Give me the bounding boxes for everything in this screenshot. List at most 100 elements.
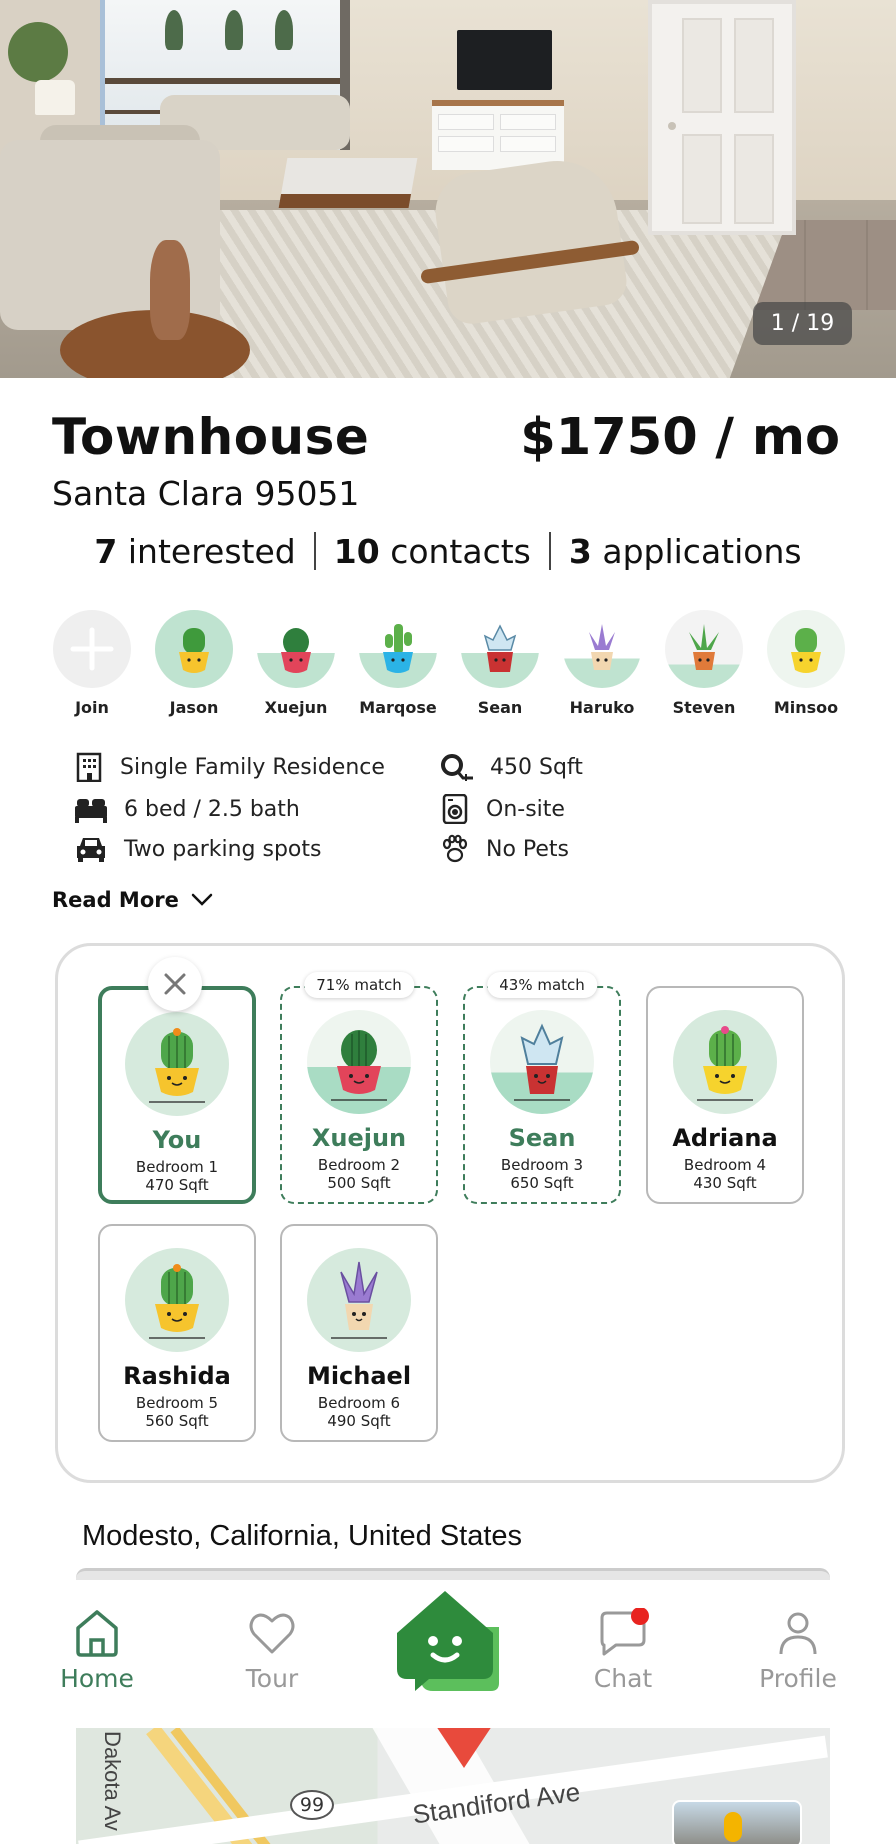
feature-laundry: On-site [440,794,565,824]
feature-bedrooms: 6 bed / 2.5 bath [74,794,300,824]
avatar-xuejun[interactable]: Xuejun [256,610,336,717]
applications-count: 3 [568,532,592,571]
map-road-label: Dakota Av [99,1731,125,1831]
room-occupant-name: Adriana [672,1124,778,1152]
room-sqft: 490 Sqft [327,1412,391,1430]
room-occupant-name: Rashida [123,1362,231,1390]
highway-shield: 99 [290,1790,334,1820]
center-action-button[interactable] [393,1587,503,1695]
room-card-adriana[interactable]: Adriana Bedroom 4 430 Sqft [646,986,804,1204]
profile-icon [779,1612,817,1655]
laundry-icon [442,794,468,824]
rooms-card: You Bedroom 1 470 Sqft 71% match Xuejun … [55,943,845,1483]
notification-dot [631,1608,649,1625]
avatar-haruko[interactable]: Haruko [562,610,642,717]
contacts-label: contacts [390,532,531,571]
feature-label: Two parking spots [124,836,322,862]
room-card-you[interactable]: You Bedroom 1 470 Sqft [98,986,256,1204]
nav-label: Chat [593,1664,653,1693]
feature-residence: Single Family Residence [74,752,385,782]
cactus-avatar-icon [359,610,437,688]
nav-tour[interactable]: Tour [202,1608,342,1693]
nav-label: Profile [759,1664,837,1693]
read-more-label: Read More [52,888,179,912]
street-view-pegman-icon[interactable] [724,1812,742,1842]
photo-counter: 1 / 19 [753,302,852,345]
photo-dresser [432,100,564,170]
room-sqft: 650 Sqft [510,1174,574,1192]
map-preview-edge [76,1568,830,1580]
room-bedroom: Bedroom 6 [317,1394,401,1412]
chat-icon [600,1608,649,1656]
room-occupant-name: Xuejun [311,1124,407,1152]
feature-label: 6 bed / 2.5 bath [124,796,300,822]
room-bedroom: Bedroom 2 [317,1156,401,1174]
photo-vase [150,240,190,340]
cactus-avatar-icon [125,1012,229,1116]
avatar-name: Marqose [359,698,437,717]
room-bedroom: Bedroom 1 [135,1158,219,1176]
building-icon [76,752,102,782]
leave-room-button[interactable] [148,957,202,1011]
read-more-button[interactable]: Read More [52,888,213,912]
avatar-name: Minsoo [773,698,839,717]
avatar-name: Steven [672,698,736,717]
applications-label: applications [602,532,802,571]
photo-coffee-table [278,158,418,208]
photo-door [648,0,796,235]
map-pin-icon[interactable] [436,1728,492,1768]
cactus-avatar-icon [307,1010,411,1114]
room-sqft: 470 Sqft [145,1176,209,1194]
feature-label: 450 Sqft [490,754,583,780]
interested-people-row: Join Jason Xuejun Marqose Sean Haruko [52,610,852,720]
nav-label: Home [60,1664,134,1693]
succulent-avatar-icon [307,1248,411,1352]
nav-profile[interactable]: Profile [728,1608,868,1693]
room-card-michael[interactable]: Michael Bedroom 6 490 Sqft [280,1224,438,1442]
map-view[interactable]: 99 Standiford Ave Dakota Av [76,1728,830,1844]
area-icon [441,754,473,781]
room-card-sean[interactable]: 43% match Sean Bedroom 3 650 Sqft [463,972,621,1204]
room-bedroom: Bedroom 5 [135,1394,219,1412]
cactus-avatar-icon [257,610,335,688]
avatar-name: Jason [169,698,219,717]
succulent-avatar-icon [461,610,539,688]
listing-price: $1750 / mo [520,408,840,467]
interested-count: 7 [94,532,118,571]
chevron-down-icon [191,893,213,906]
map-location-label: Modesto, California, United States [82,1520,523,1552]
avatar-name: Sean [477,698,523,717]
plus-icon [53,610,131,688]
match-badge: 43% match [487,972,597,998]
join-button[interactable]: Join [52,610,132,717]
nav-home[interactable]: Home [27,1608,167,1693]
cactus-avatar-icon [767,610,845,688]
room-bedroom: Bedroom 3 [500,1156,584,1174]
photo-lamp [35,80,75,115]
feature-parking: Two parking spots [74,834,321,864]
home-icon [76,1610,118,1657]
listing-photo[interactable] [0,0,896,378]
paw-icon [442,834,468,863]
avatar-name: Join [75,698,109,717]
avatar-jason[interactable]: Jason [154,610,234,717]
heart-icon [249,1613,295,1654]
nav-label: Tour [245,1664,299,1693]
cactus-avatar-icon [125,1248,229,1352]
avatar-name: Haruko [569,698,635,717]
avatar-minsoo[interactable]: Minsoo [766,610,846,717]
room-card-rashida[interactable]: Rashida Bedroom 5 560 Sqft [98,1224,256,1442]
avatar-steven[interactable]: Steven [664,610,744,717]
car-icon [77,838,105,862]
photo-armchair [430,153,630,327]
stats-divider [313,532,316,570]
room-sqft: 500 Sqft [327,1174,391,1192]
nav-chat[interactable]: Chat [553,1608,693,1693]
room-card-xuejun[interactable]: 71% match Xuejun Bedroom 2 500 Sqft [280,972,438,1204]
avatar-sean[interactable]: Sean [460,610,540,717]
avatar-marqose[interactable]: Marqose [358,610,438,717]
close-icon [164,973,186,995]
avatar-name: Xuejun [264,698,328,717]
succulent-avatar-icon [563,610,641,688]
